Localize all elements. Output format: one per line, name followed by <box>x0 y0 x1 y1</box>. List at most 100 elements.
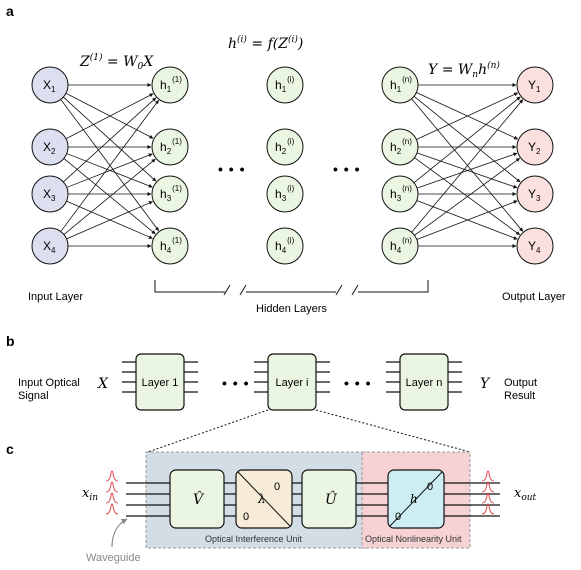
lambda-zero-top: 0 <box>274 481 280 493</box>
red-pulse <box>105 492 119 504</box>
connection-arrow <box>416 92 519 140</box>
connection-arrow <box>416 200 518 240</box>
output-node-1: Y1 <box>516 66 554 104</box>
hidden1-node-3-label: h3(1) <box>160 184 182 203</box>
label-hidden-layers: Hidden Layers <box>256 303 327 315</box>
hidden1-node-2-circle <box>151 128 189 166</box>
hiddeni-node-2-circle <box>266 128 304 166</box>
hidden1-node-4-circle <box>151 227 189 265</box>
hidden1-node-4-label: h4(1) <box>160 236 182 255</box>
h-zero-bottom: 0 <box>395 511 401 523</box>
input-node-1-circle <box>31 66 69 104</box>
red-pulse <box>481 492 495 504</box>
chip-layer-i: Layer i <box>254 353 330 411</box>
v-hat-symbol: V̂ <box>193 490 205 508</box>
input-node-1: X1 <box>31 66 69 104</box>
onu-label: Optical Nonlinearity Unit <box>365 534 462 544</box>
connection-arrow <box>60 99 159 232</box>
panel-label-a: a <box>6 3 14 19</box>
hiddeni-node-4-circle <box>266 227 304 265</box>
connection-arrow <box>66 153 153 188</box>
hiddeni-node-3-circle <box>266 175 304 213</box>
y-symbol: Y <box>480 376 491 392</box>
input-node-2-label: X2 <box>43 140 56 156</box>
equation-hidden: h(i) = f(Z(i)) <box>228 34 303 52</box>
hidden1-node-1-label: h1(1) <box>160 75 182 94</box>
red-pulse <box>481 503 495 515</box>
connection-arrow <box>63 97 157 183</box>
h-diagonal <box>389 471 443 527</box>
v-hat-box <box>169 469 225 529</box>
output-node-4-circle <box>516 227 554 265</box>
output-node-3: Y3 <box>516 175 554 213</box>
input-node-3-circle <box>31 175 69 213</box>
panel-label-b: b <box>6 333 15 349</box>
zoom-line-left <box>147 409 269 453</box>
zoom-line-right <box>315 409 471 453</box>
hiddeni-node-1-circle <box>266 66 304 104</box>
hiddenn-node-3-circle <box>381 175 419 213</box>
u-hat-symbol: Û <box>325 490 338 508</box>
waveguide-arrow <box>111 518 128 548</box>
red-pulse <box>105 470 119 482</box>
connection-arrow <box>63 158 156 235</box>
equation-output: Y = Wnh(n) <box>428 60 500 80</box>
hidden1-node-3: h3(1) <box>151 175 189 213</box>
ellipsis-right: • • • <box>333 161 360 177</box>
connection-arrow <box>414 157 521 236</box>
hiddenn-node-4-label: h4(n) <box>390 236 412 255</box>
equation-input: Z(1) = W0X <box>79 52 154 72</box>
connection-arrow <box>413 96 521 184</box>
lambda-diagonal <box>237 471 291 527</box>
hiddenn-node-3: h3(n) <box>381 175 419 213</box>
hiddenn-node-3-label: h3(n) <box>390 184 412 203</box>
input-node-4-circle <box>31 227 69 265</box>
hiddenn-node-2-label: h2(n) <box>390 137 412 156</box>
chip-label: Layer 1 <box>142 377 179 389</box>
connection-arrow <box>411 98 524 232</box>
hiddeni-node-1-label: h1(i) <box>275 75 295 94</box>
hiddenn-node-4: h4(n) <box>381 227 419 265</box>
connection-arrow <box>60 99 159 232</box>
hidden1-node-2-label: h2(1) <box>160 137 182 156</box>
hiddenn-node-1-circle <box>381 66 419 104</box>
input-node-1-label: X1 <box>43 78 56 94</box>
hidden1-node-1: h1(1) <box>151 66 189 104</box>
output-node-3-circle <box>516 175 554 213</box>
output-node-2-circle <box>516 128 554 166</box>
input-node-3: X3 <box>31 175 69 213</box>
hidden1-node-1-circle <box>151 66 189 104</box>
connection-arrow <box>65 93 154 140</box>
connection-arrow <box>413 95 521 183</box>
connection-arrow <box>63 158 156 235</box>
lambda-symbol: λ <box>257 492 266 506</box>
hiddeni-node-3-label: h3(i) <box>275 184 295 203</box>
output-node-2: Y2 <box>516 128 554 166</box>
optical-pulses <box>105 470 495 515</box>
x-in-label: xin <box>82 486 98 503</box>
hiddenn-node-1-label: h1(n) <box>390 75 412 94</box>
connection-edges <box>60 83 524 248</box>
hiddeni-node-2: h2(i) <box>266 128 304 166</box>
h-zero-top: 0 <box>427 481 433 493</box>
input-node-2-circle <box>31 128 69 166</box>
connection-arrow <box>66 201 153 240</box>
hiddeni-node-4: h4(i) <box>266 227 304 265</box>
chip-label: Layer n <box>406 377 443 389</box>
hiddeni-node-3: h3(i) <box>266 175 304 213</box>
label-output-layer: Output Layer <box>502 291 566 303</box>
input-node-3-label: X3 <box>43 187 56 203</box>
red-pulse <box>105 481 119 493</box>
chip-label: Layer i <box>275 377 308 389</box>
hiddenn-node-2: h2(n) <box>381 128 419 166</box>
connection-arrow <box>63 96 157 182</box>
h-symbol: h <box>410 492 418 506</box>
chip-layer-1: Layer 1 <box>122 353 198 411</box>
input-node-4: X4 <box>31 227 69 265</box>
output-result-label: Output Result <box>504 377 540 402</box>
hiddeni-node-4-label: h4(i) <box>275 236 295 255</box>
x-out-label: xout <box>514 486 537 503</box>
input-node-2: X2 <box>31 128 69 166</box>
